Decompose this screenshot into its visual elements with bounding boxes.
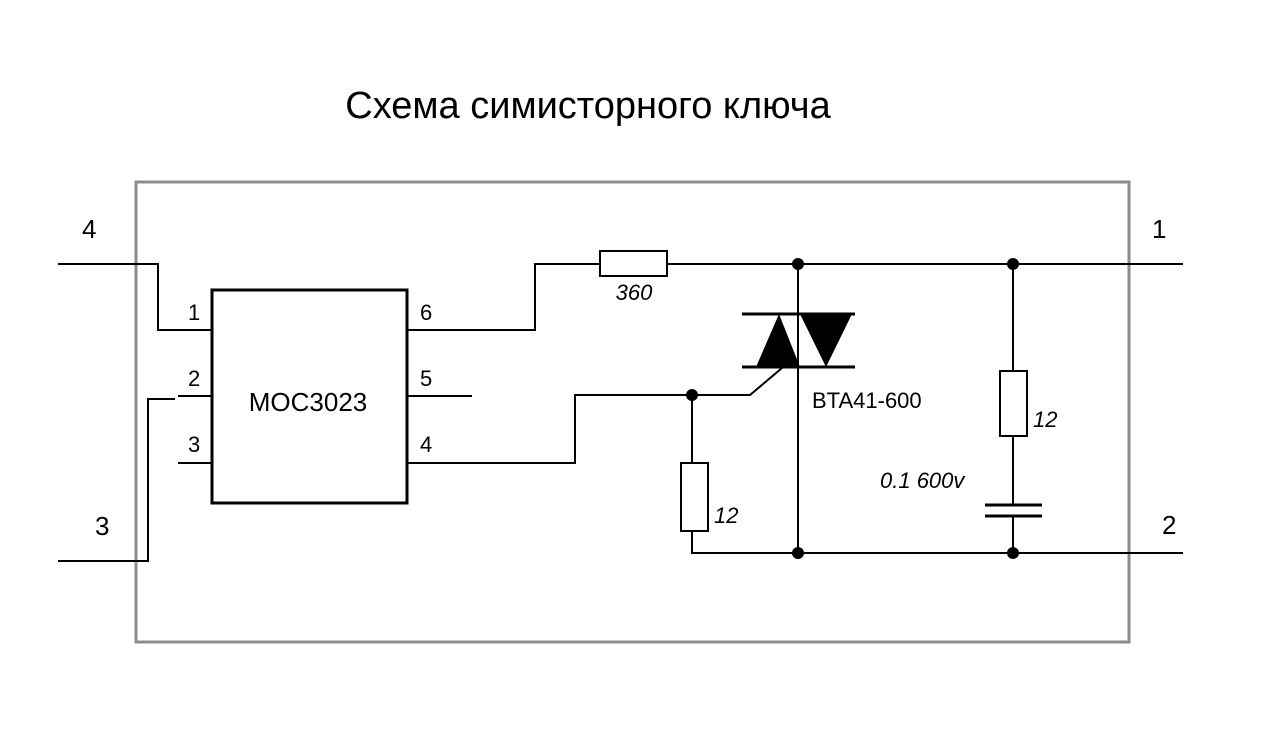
triac-label: BTA41-600 <box>812 388 922 413</box>
junction-dot <box>686 389 698 401</box>
module-enclosure <box>134 180 1131 644</box>
triac-triangle-right <box>800 314 852 367</box>
pin-2-number: 2 <box>188 366 200 391</box>
resistor-12-gate <box>680 462 709 532</box>
junction-dot <box>792 547 804 559</box>
diagram-title: Схема симисторного ключа <box>345 85 831 127</box>
wire-pin-6 <box>407 263 600 331</box>
junction-dot <box>792 258 804 270</box>
resistor-12-snubber <box>999 370 1028 437</box>
resistor-12-snubber-value: 12 <box>1033 407 1057 432</box>
resistor-360-value: 360 <box>616 280 653 305</box>
pin-5-number: 5 <box>420 366 432 391</box>
wire-terminal-4 <box>58 263 212 331</box>
bottom-rail <box>691 530 1183 554</box>
terminal-3-label: 3 <box>95 511 109 541</box>
pin-6-number: 6 <box>420 300 432 325</box>
terminal-4-label: 4 <box>82 214 96 244</box>
resistor-12-gate-value: 12 <box>714 503 738 528</box>
wire-terminal-3 <box>58 398 175 562</box>
triac-gate-lead <box>692 367 783 396</box>
pin-4-number: 4 <box>420 432 432 457</box>
pin-1-number: 1 <box>188 300 200 325</box>
optocoupler-label: MOC3023 <box>249 387 368 417</box>
junction-dot <box>1007 258 1019 270</box>
capacitor-value: 0.1 600v <box>880 468 966 493</box>
resistor-360 <box>599 250 668 277</box>
triac-triangle-left <box>756 314 800 367</box>
junction-dot <box>1007 547 1019 559</box>
wire-pin-4 <box>407 394 692 464</box>
terminal-2-label: 2 <box>1162 510 1176 540</box>
optocoupler-body <box>210 288 409 505</box>
terminal-1-label: 1 <box>1152 214 1166 244</box>
pin-3-number: 3 <box>188 432 200 457</box>
